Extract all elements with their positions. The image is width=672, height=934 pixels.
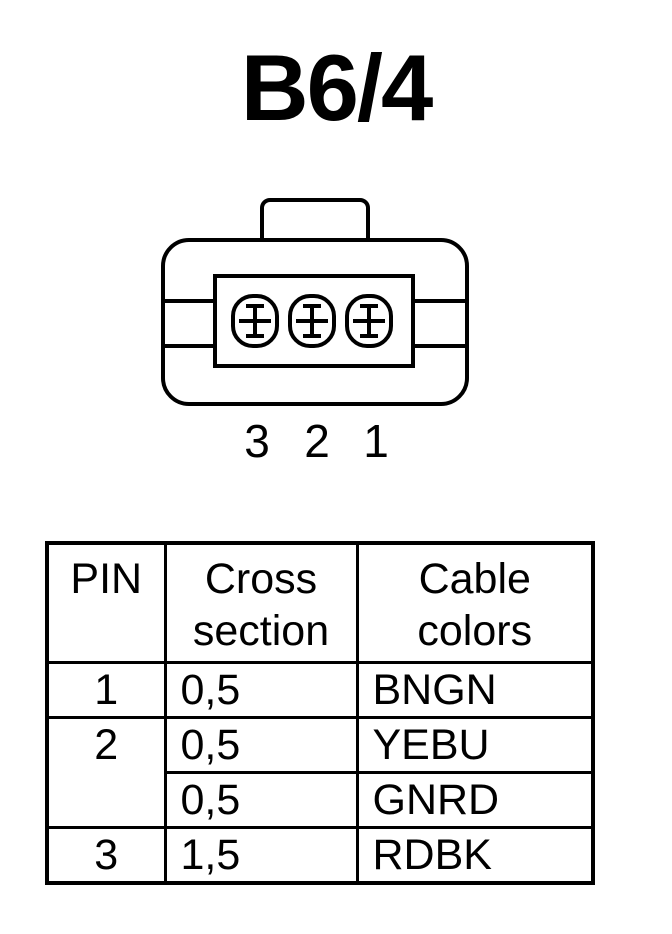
pin-label-2: 2 xyxy=(304,415,330,467)
cross-section-cell: 0,5 xyxy=(163,771,359,829)
table-row: 2 0,5 YEBU xyxy=(45,716,595,774)
pin-cell: 1 xyxy=(45,661,167,719)
table-row: 0,5 GNRD xyxy=(45,771,595,829)
pin-3-terminal xyxy=(231,294,279,348)
table-row: 3 1,5 RDBK xyxy=(45,826,595,885)
header-pin: PIN xyxy=(45,541,167,664)
cross-section-cell: 0,5 xyxy=(163,716,359,774)
connector-diagram xyxy=(161,198,469,406)
pin-cell: 2 xyxy=(45,716,167,773)
pin-1-terminal xyxy=(345,294,393,348)
pin-cell: 3 xyxy=(45,826,167,885)
connector-title: B6/4 xyxy=(240,35,434,140)
cable-color-cell: RDBK xyxy=(355,826,595,885)
pin-label-3: 3 xyxy=(244,415,270,467)
table-row: 1 0,5 BNGN xyxy=(45,661,595,719)
cross-section-cell: 1,5 xyxy=(163,826,359,885)
pin-label-1: 1 xyxy=(363,415,389,467)
cable-color-cell: BNGN xyxy=(355,661,595,719)
cable-color-cell: GNRD xyxy=(355,771,595,829)
cable-color-cell: YEBU xyxy=(355,716,595,774)
pin-2-terminal xyxy=(288,294,336,348)
cross-section-cell: 0,5 xyxy=(163,661,359,719)
pin-cell xyxy=(45,772,167,829)
